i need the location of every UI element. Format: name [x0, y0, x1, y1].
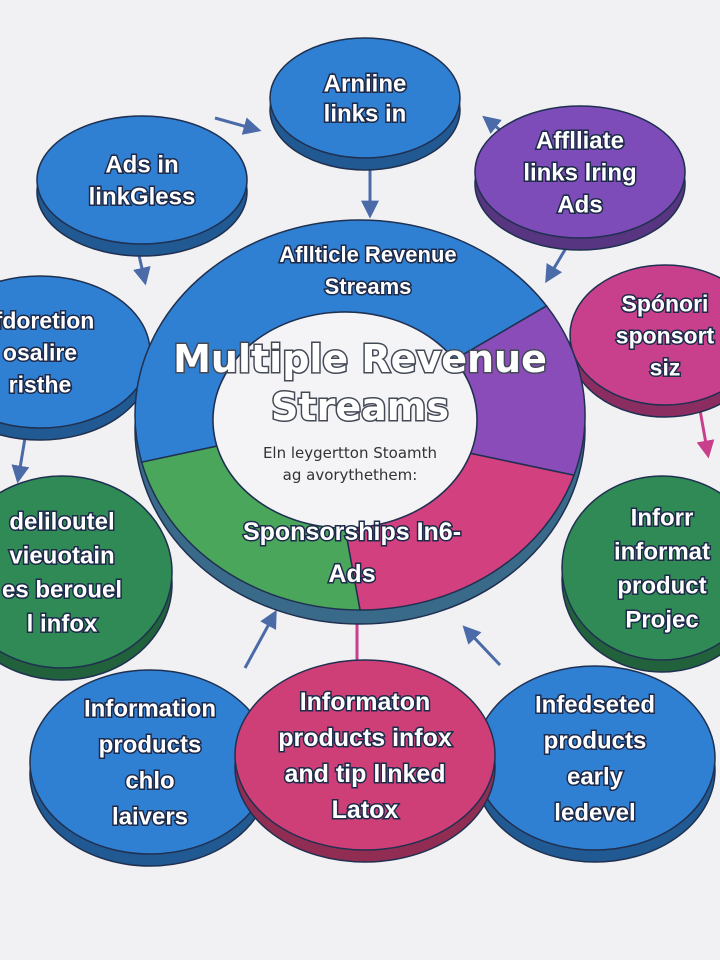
node-face [36, 115, 248, 245]
node-n4: rfdoretion osalire risthe [0, 275, 151, 441]
node-n1: Arniine links in [269, 37, 461, 171]
hub-subtitle: ag avorythethem: [283, 466, 418, 484]
arrow-n4-to-n6 [11, 437, 30, 484]
node-label-line: linkGless [89, 184, 196, 211]
node-label-line: Infedseted [535, 692, 655, 719]
hub-subtitle: Eln leygertton Stoamth [263, 444, 437, 462]
arrow-n5-to-n7 [696, 409, 715, 459]
node-label-line: rfdoretion [0, 307, 94, 333]
node-n9: Informaton products infox and tip llnkedLa… [234, 659, 496, 863]
hub-center [212, 311, 478, 529]
node-label-line: vieuotain [9, 543, 114, 570]
ring-bottom-label: Ads [328, 560, 375, 588]
node-n6: deliloutel vieuotain es berouel l infox [0, 475, 173, 681]
node-label-line: and tip llnked [284, 760, 445, 788]
arrow-n3-to-n1 [482, 115, 502, 135]
node-label-line: Inforr [631, 505, 694, 532]
arrow-n2-to-n1 [214, 116, 262, 135]
node-label-line: laivers [112, 804, 188, 831]
node-label-line: Spónori [622, 290, 709, 316]
node-label-line: Ads [557, 192, 602, 219]
node-label-line: products infox [278, 724, 452, 752]
node-label-line: risthe [9, 371, 72, 397]
node-label-line: links lring [523, 160, 636, 187]
node-label-line: product [617, 573, 706, 600]
hub-title: Streams [271, 385, 449, 429]
node-n2: Ads in linkGless [36, 115, 248, 257]
node-label-line: Arniine [324, 71, 407, 98]
node-face [474, 105, 686, 239]
node-label-line: Projec [625, 607, 698, 634]
node-label-line: deliloutel [9, 509, 114, 536]
ring-top-label: Afllticle Revenue [279, 242, 456, 267]
node-label-line: ledevel [554, 800, 635, 827]
node-label-line: siz [650, 354, 681, 380]
node-n8: Information products chlo laivers [29, 669, 271, 867]
node-label-line: products [544, 728, 647, 755]
ring-top-label: Streams [325, 274, 412, 299]
node-label-line: sponsort [616, 322, 715, 348]
hub-title: Multiple Revenue [173, 337, 547, 381]
node-label-line: chlo [125, 768, 174, 795]
node-label-line: products [99, 732, 202, 759]
node-face [269, 37, 461, 159]
node-face [561, 475, 720, 661]
node-label-line: Informaton [300, 688, 431, 716]
node-label-line: links in [324, 101, 407, 128]
node-face [0, 475, 173, 669]
node-label-line: l infox [27, 611, 98, 638]
arrow-n8-to-hub [243, 609, 277, 669]
node-label-line: Latox [332, 796, 399, 824]
node-n5: Spónori sponsort siz [569, 264, 720, 418]
node-face [569, 264, 720, 406]
node-label-line: Information [84, 696, 216, 723]
node-label-line: Afflliate [536, 128, 624, 155]
node-n10: Infedseted products early ledevel [474, 665, 716, 863]
nodes-layer: Arniine links in Ads in linkGless Afflliate l… [0, 37, 720, 867]
arrow-n10-to-hub [462, 625, 502, 667]
node-label-line: early [567, 764, 624, 791]
node-label-line: osalire [3, 339, 77, 365]
node-label-line: Ads in [105, 152, 178, 179]
ring-bottom-label: Sponsorships In6- [243, 518, 461, 546]
node-label-line: informat [614, 539, 710, 566]
node-face [234, 659, 496, 851]
node-label-line: es berouel [2, 577, 122, 604]
